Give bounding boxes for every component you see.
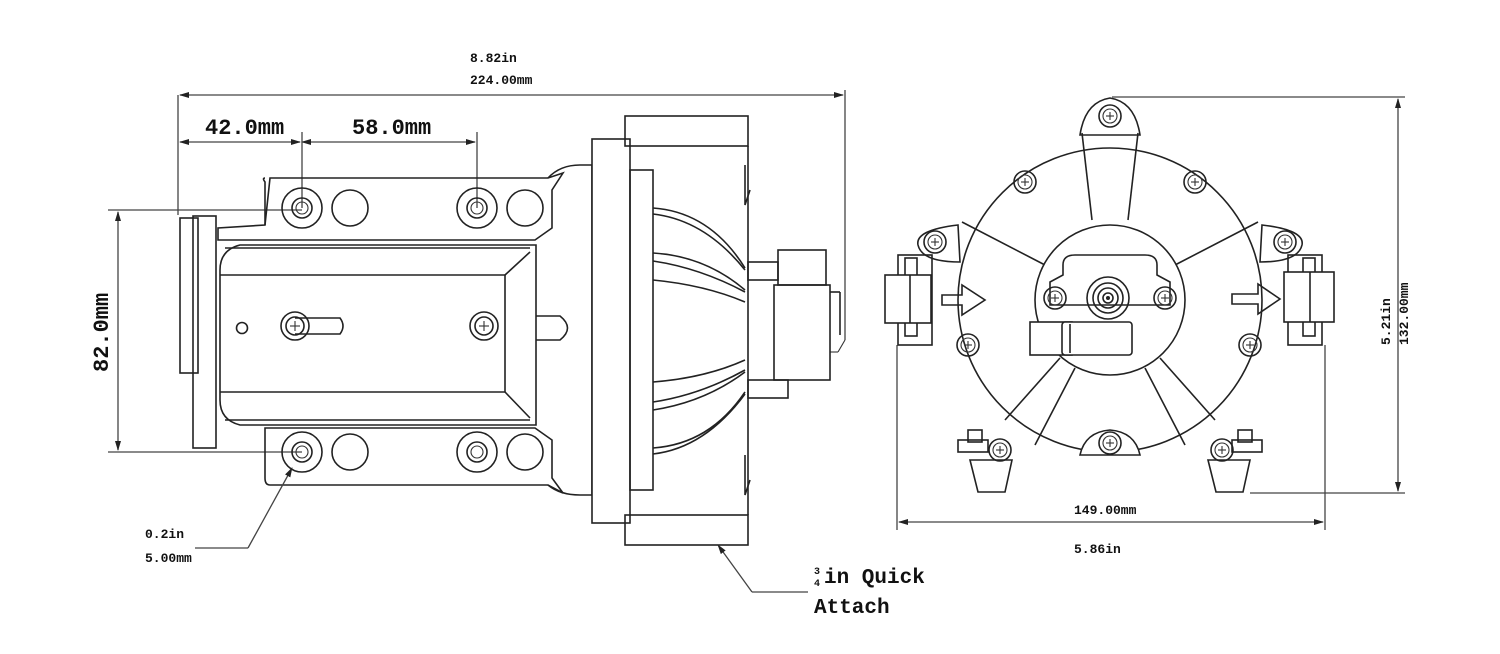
switch-cover (1061, 321, 1133, 356)
mounting-bracket-bottom (225, 419, 564, 494)
side-view: 8.82in 224.00mm 42.0mm 58.0mm 82.0mm (90, 51, 925, 620)
screw-icon (1153, 286, 1177, 310)
hub-plate (1049, 254, 1171, 306)
bracket-hole (506, 189, 544, 227)
mount-hole (281, 187, 323, 229)
quick-attach-line1: in Quick (824, 567, 925, 590)
motor-end-cap (179, 215, 217, 449)
hole-diameter-mm-label: 5.00mm (145, 551, 192, 566)
switch-connector (747, 249, 841, 399)
screw-icon (1183, 170, 1207, 194)
hole-offset-2-label: 58.0mm (352, 116, 431, 141)
bracket-hole (331, 189, 369, 227)
fraction-denominator: 4 (814, 579, 820, 590)
screw-icon (469, 311, 499, 341)
pressure-adjust-screw (1086, 276, 1130, 320)
inlet-port (884, 254, 933, 346)
mounting-foot (957, 429, 1013, 493)
mount-hole (456, 431, 498, 473)
quick-attach-callout: 3 4 in Quick Attach (717, 544, 925, 620)
overall-length-dimension: 8.82in 224.00mm (177, 51, 846, 353)
mounting-holes (281, 187, 544, 473)
width-dimension: 149.00mm 5.86in (896, 345, 1326, 557)
motor-body (219, 244, 569, 426)
screw-icon (1013, 170, 1037, 194)
hole-offset-1-label: 42.0mm (205, 116, 284, 141)
hole-spacing-dimension: 42.0mm 58.0mm (179, 116, 478, 208)
width-mm-label: 149.00mm (1074, 503, 1137, 518)
mounting-bracket-top (217, 171, 565, 249)
screw-icon (988, 438, 1012, 462)
mount-height-label: 82.0mm (90, 293, 115, 372)
screw-icon (1043, 286, 1067, 310)
screw-icon (923, 230, 947, 254)
mount-height-dimension: 82.0mm (90, 209, 302, 453)
screw-icon (956, 333, 980, 357)
front-view: 5.21in 132.00mm 149.00mm 5.86in (884, 96, 1412, 557)
height-mm-label: 132.00mm (1397, 282, 1412, 345)
screw-icon (1273, 230, 1297, 254)
hole-diameter-in-label: 0.2in (145, 527, 184, 542)
fraction-numerator: 3 (814, 567, 820, 578)
quick-attach-line2: Attach (814, 597, 890, 620)
overall-length-mm-label: 224.00mm (470, 73, 533, 88)
screw-icon (280, 311, 310, 341)
pump-head-side (547, 115, 751, 546)
side-lobe (917, 224, 961, 263)
housing-ribs (961, 132, 1259, 446)
height-in-label: 5.21in (1379, 298, 1394, 345)
overall-length-in-label: 8.82in (470, 51, 517, 66)
bracket-hole (506, 433, 544, 471)
side-lobe (1259, 224, 1303, 263)
outlet-port (1283, 254, 1335, 346)
width-in-label: 5.86in (1074, 542, 1121, 557)
height-dimension: 5.21in 132.00mm (1112, 96, 1412, 494)
screw-icon (1098, 104, 1122, 128)
screw-icon (1098, 431, 1122, 455)
screw-icon (1210, 438, 1234, 462)
mount-hole (456, 187, 498, 229)
screw-icon (1238, 333, 1262, 357)
mounting-foot (1206, 429, 1263, 493)
housing-screws (923, 104, 1297, 462)
flow-arrow-icon (1231, 282, 1282, 316)
mount-hole (281, 431, 323, 473)
flow-arrow-icon (941, 283, 987, 317)
bracket-hole (331, 433, 369, 471)
hole-diameter-callout: 0.2in 5.00mm (145, 467, 293, 566)
